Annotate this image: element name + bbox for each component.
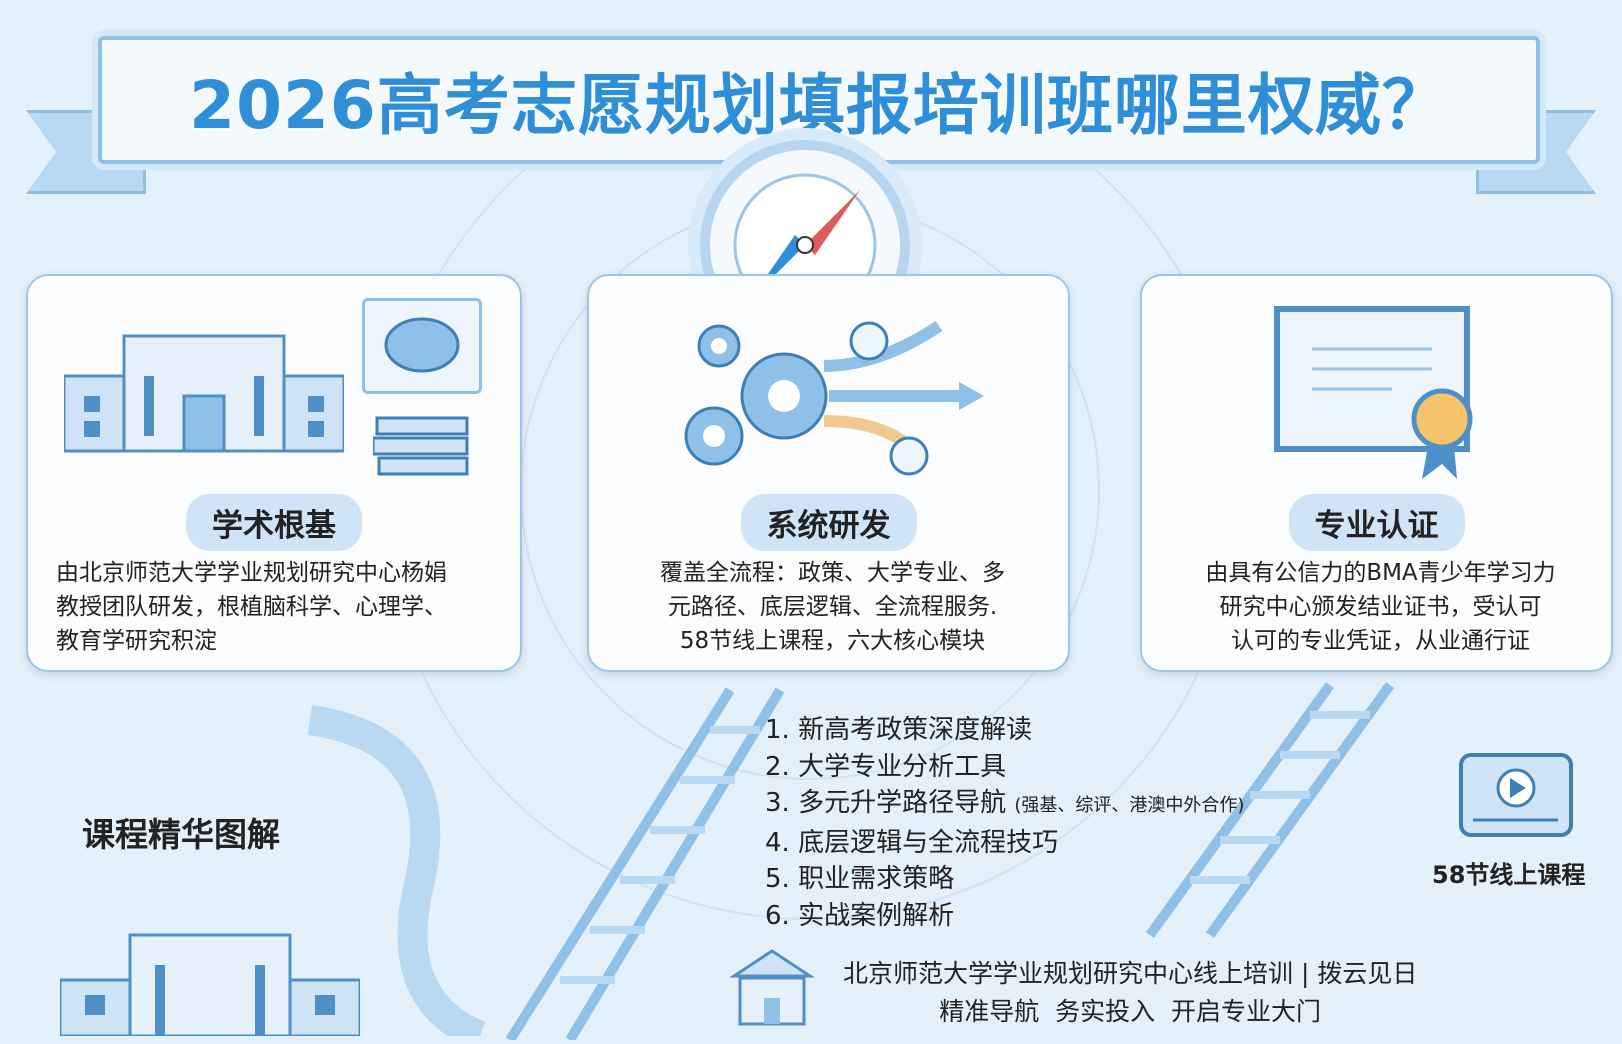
winding-path-icon	[300, 700, 500, 1044]
card-label: 学术根基	[186, 494, 362, 551]
desc-line: 教授团队研发，根植脑科学、心理学、	[56, 594, 447, 620]
card-description: 覆盖全流程：政策、大学专业、多 元路径、底层逻辑、全流程服务. 58节线上课程，…	[617, 556, 1048, 658]
card-description: 由北京师范大学学业规划研究中心杨娟 教授团队研发，根植脑科学、心理学、 教育学研…	[56, 556, 500, 658]
card-label: 系统研发	[740, 494, 917, 551]
desc-line: 教育学研究积淀	[56, 628, 217, 654]
module-list: 1. 新高考政策深度解读 2. 大学专业分析工具 3. 多元升学路径导航 (强基…	[765, 712, 1244, 934]
module-item: 4. 底层逻辑与全流程技巧	[765, 827, 1059, 858]
card-academic-foundation: 学术根基 由北京师范大学学业规划研究中心杨娟 教授团队研发，根植脑科学、心理学、…	[26, 274, 522, 672]
ladder-icon	[430, 680, 790, 1044]
module-item: 3. 多元升学路径导航 (强基、综评、港澳中外合作)	[765, 788, 1245, 818]
module-item: 1. 新高考政策深度解读	[765, 715, 1033, 745]
ladder-icon	[1130, 680, 1430, 944]
page-title: 2026高考志愿规划填报培训班哪里权威？	[189, 67, 1449, 144]
brain-icon	[362, 298, 482, 394]
module-item: 2. 大学专业分析工具	[765, 751, 1007, 782]
desc-line: 58节线上课程，六大核心模块	[679, 628, 986, 654]
certificate-medal-icon	[1272, 304, 1502, 488]
card-label: 专业认证	[1288, 494, 1465, 551]
desc-line: 由具有公信力的BMA青少年学习力	[1205, 560, 1556, 586]
books-icon	[371, 416, 473, 482]
footer-tagline: 精准导航 务实投入 开启专业大门	[939, 997, 1322, 1026]
footer: 北京师范大学学业规划研究中心线上培训 | 拨云见日 精准导航 务实投入 开启专业…	[843, 955, 1417, 1031]
university-building-icon	[62, 326, 346, 460]
card-system-development: 系统研发 覆盖全流程：政策、大学专业、多 元路径、底层逻辑、全流程服务. 58节…	[587, 274, 1070, 672]
course-heading: 课程精华图解	[82, 815, 280, 854]
university-building-icon	[58, 925, 362, 1040]
gears-arrows-icon	[659, 296, 999, 490]
module-item: 6. 实战案例解析	[765, 900, 955, 931]
institution-icon	[728, 948, 816, 1032]
desc-line: 认可的专业凭证，从业通行证	[1231, 628, 1530, 654]
card-description: 由具有公信力的BMA青少年学习力 研究中心颁发结业证书，受认可 认可的专业凭证，…	[1170, 556, 1591, 658]
footer-line: 北京师范大学学业规划研究中心线上培训 | 拨云见日	[843, 959, 1418, 988]
desc-line: 元路径、底层逻辑、全流程服务.	[667, 594, 998, 620]
online-lessons-label: 58节线上课程	[1432, 861, 1586, 889]
video-player-icon	[1458, 752, 1578, 846]
card-professional-certification: 专业认证 由具有公信力的BMA青少年学习力 研究中心颁发结业证书，受认可 认可的…	[1140, 274, 1613, 672]
desc-line: 由北京师范大学学业规划研究中心杨娟	[56, 560, 447, 586]
module-item: 5. 职业需求策略	[765, 864, 955, 894]
desc-line: 研究中心颁发结业证书，受认可	[1219, 594, 1542, 620]
desc-line: 覆盖全流程：政策、大学专业、多	[660, 560, 1005, 586]
